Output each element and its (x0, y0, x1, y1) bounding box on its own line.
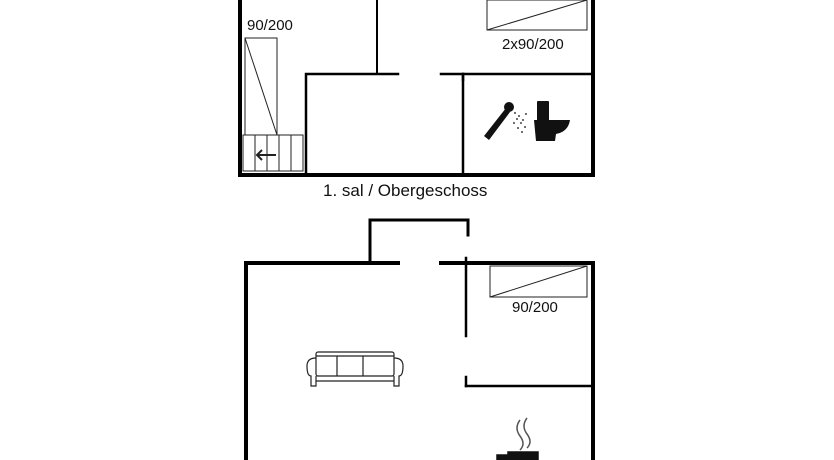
upper-floor (238, 0, 595, 177)
upper-right-bed (486, 0, 588, 31)
upper-wall-corridor-left (304, 72, 400, 177)
sofa-icon (306, 351, 404, 387)
lower-floor-outer-wall-right (439, 261, 595, 460)
stairs-icon (242, 134, 304, 172)
floor-title: 1. sal / Obergeschoss (323, 181, 488, 200)
toilet-icon (534, 101, 570, 141)
lower-floor (244, 218, 595, 460)
upper-right-bed-label: 2x90/200 (502, 36, 564, 53)
upper-left-bed-label: 90/200 (247, 17, 293, 34)
stove-icon (496, 417, 539, 460)
upper-floor-outer-wall (238, 0, 595, 177)
shower-icon (484, 102, 527, 140)
lower-entry-porch (368, 218, 470, 265)
lower-bed (489, 265, 588, 298)
upper-left-bed (244, 37, 278, 136)
lower-bed-label: 90/200 (512, 299, 558, 316)
lower-floor-outer-wall-left (244, 261, 400, 460)
